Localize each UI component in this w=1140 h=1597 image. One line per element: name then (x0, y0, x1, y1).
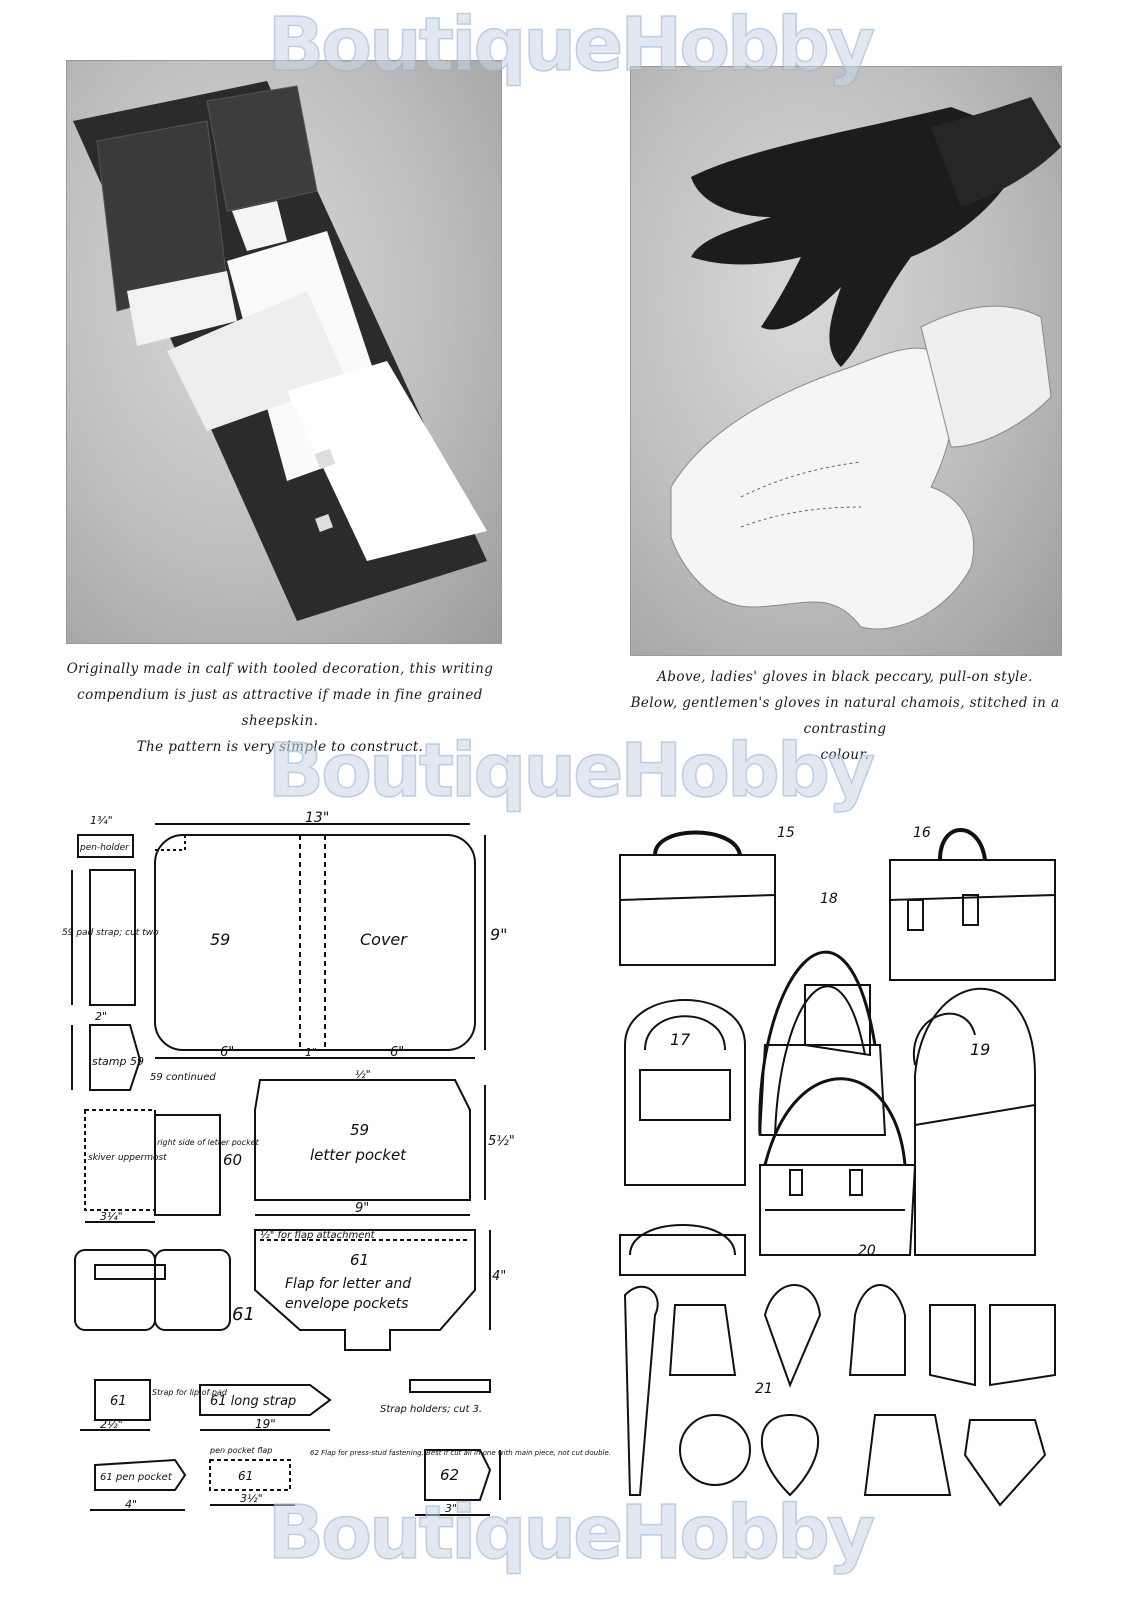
handle-fittings-drawing (623, 1284, 1056, 1507)
bag-21-label: 21 (755, 1381, 773, 1397)
bag-18-drawing (758, 950, 887, 1136)
dim-9: 9" (490, 925, 508, 944)
continued-label: 59 continued (150, 1072, 216, 1083)
compendium-illustration (73, 81, 487, 621)
gloves-caption-line-1: Above, ladies' gloves in black peccary, … (657, 669, 1033, 685)
letter-pocket-label: letter pocket (310, 1146, 407, 1164)
compendium-photo (66, 60, 502, 644)
skiver-label: skiver uppermost (88, 1153, 167, 1163)
bag-drawings: 15 16 17 18 19 20 21 (615, 815, 1060, 1507)
dim-5-half: 5½" (488, 1134, 515, 1149)
bag-19-label: 19 (970, 1040, 990, 1059)
strap-holders-label: Strap holders; cut 3. (380, 1404, 482, 1415)
dim-3-half: 3½" (240, 1492, 263, 1505)
compendium-caption-line-2: compendium is just as attractive if made… (77, 687, 483, 729)
right-side-label: right side of letter pocket (157, 1138, 260, 1147)
dim-4b: 4" (125, 1498, 137, 1511)
cover-piece (154, 834, 476, 1051)
long-strap-label: 61 long strap (210, 1394, 296, 1409)
press-stud-flap-note: 62 Flap for press-stud fastening. Best i… (310, 1449, 611, 1457)
bag-16-drawing (889, 828, 1056, 981)
stamp-label: stamp 59 (92, 1055, 144, 1068)
pen-pocket-label: 61 pen pocket (100, 1472, 173, 1483)
pen-pocket-flap-number-label: 61 (238, 1469, 253, 1483)
bag-20-label: 20 (858, 1243, 876, 1259)
pen-pocket-flap-label: pen pocket flap (209, 1446, 272, 1455)
dim-1: 1" (305, 1046, 317, 1059)
right-side-piece (154, 1114, 221, 1216)
closed-compendium-sketch-1 (74, 1249, 156, 1331)
gloves-caption: Above, ladies' gloves in black peccary, … (610, 664, 1080, 768)
stamp-piece (89, 1024, 142, 1091)
strap-holders-piece (409, 1379, 491, 1393)
piece-60-label: 60 (223, 1151, 242, 1169)
flap-number-label: 61 (350, 1251, 369, 1269)
flap-piece (254, 1229, 476, 1351)
bag-17-label: 17 (670, 1030, 691, 1049)
pen-holder-label: pen-holder (79, 843, 130, 853)
gloves-caption-line-3: colour. (820, 747, 870, 763)
cover-number-label: 59 (210, 930, 230, 949)
bag-16-label: 16 (913, 825, 931, 841)
strap-pad-label: Strap for lip of pad (152, 1388, 228, 1397)
gloves-photo (630, 66, 1062, 656)
dim-4: 4" (492, 1269, 506, 1284)
dim-1-3-4: 1¾" (90, 814, 113, 827)
dim-half: ½" (355, 1068, 371, 1081)
dim-6b: 6" (390, 1045, 404, 1060)
bag-18-label: 18 (820, 891, 838, 907)
compendium-caption: Originally made in calf with tooled deco… (40, 656, 520, 760)
bag-19-drawing (912, 987, 1036, 1256)
dim-9b: 9" (355, 1201, 369, 1216)
compendium-caption-line-1: Originally made in calf with tooled deco… (66, 661, 494, 677)
pen-pocket-piece (94, 1458, 187, 1491)
gloves-caption-line-2: Below, gentlemen's gloves in natural cha… (630, 695, 1060, 737)
bag-20-drawing (759, 1077, 917, 1256)
strap-pad-number-label: 61 (110, 1394, 127, 1409)
strap-pad-piece (94, 1379, 151, 1421)
pad-strap-piece (89, 869, 136, 1006)
closed-compendium-sketch-2 (154, 1249, 231, 1331)
compendium-pattern-diagram: 13" 9" 1¾" 6" 1" 6" 2" ½" 5½" 9" 4" 3¼" … (60, 810, 611, 1520)
dim-2-half: 2½" (100, 1418, 123, 1431)
flap-attachment-label: ½" for flap attachment (260, 1229, 376, 1241)
flap-label-line-2: envelope pockets (285, 1296, 408, 1312)
bag-15-drawing (619, 830, 776, 966)
long-strap-piece (199, 1384, 332, 1416)
pen-holder-piece (77, 834, 134, 858)
bag-17-drawing (619, 999, 746, 1276)
cover-label: Cover (360, 930, 408, 949)
dim-3: 3" (445, 1502, 457, 1515)
pen-pocket-flap-piece (209, 1459, 291, 1491)
piece-61-label: 61 (232, 1304, 255, 1325)
press-stud-flap-piece (424, 1449, 492, 1501)
dim-19: 19" (255, 1417, 276, 1431)
piece-62-label: 62 (440, 1466, 459, 1484)
letter-pocket-piece (254, 1079, 471, 1201)
dim-2: 2" (95, 1010, 107, 1023)
dim-3-quarter: 3¼" (100, 1210, 123, 1223)
flap-label-line-1: Flap for letter and (285, 1276, 411, 1292)
letter-pocket-number-label: 59 (350, 1121, 369, 1139)
dim-13: 13" (305, 810, 329, 826)
gloves-illustration (670, 97, 1061, 630)
bag-15-label: 15 (777, 825, 795, 841)
compendium-caption-line-3: The pattern is very simple to construct. (136, 739, 424, 755)
pad-strap-label: 59 pad strap; cut two (62, 928, 159, 938)
dim-6a: 6" (220, 1045, 234, 1060)
